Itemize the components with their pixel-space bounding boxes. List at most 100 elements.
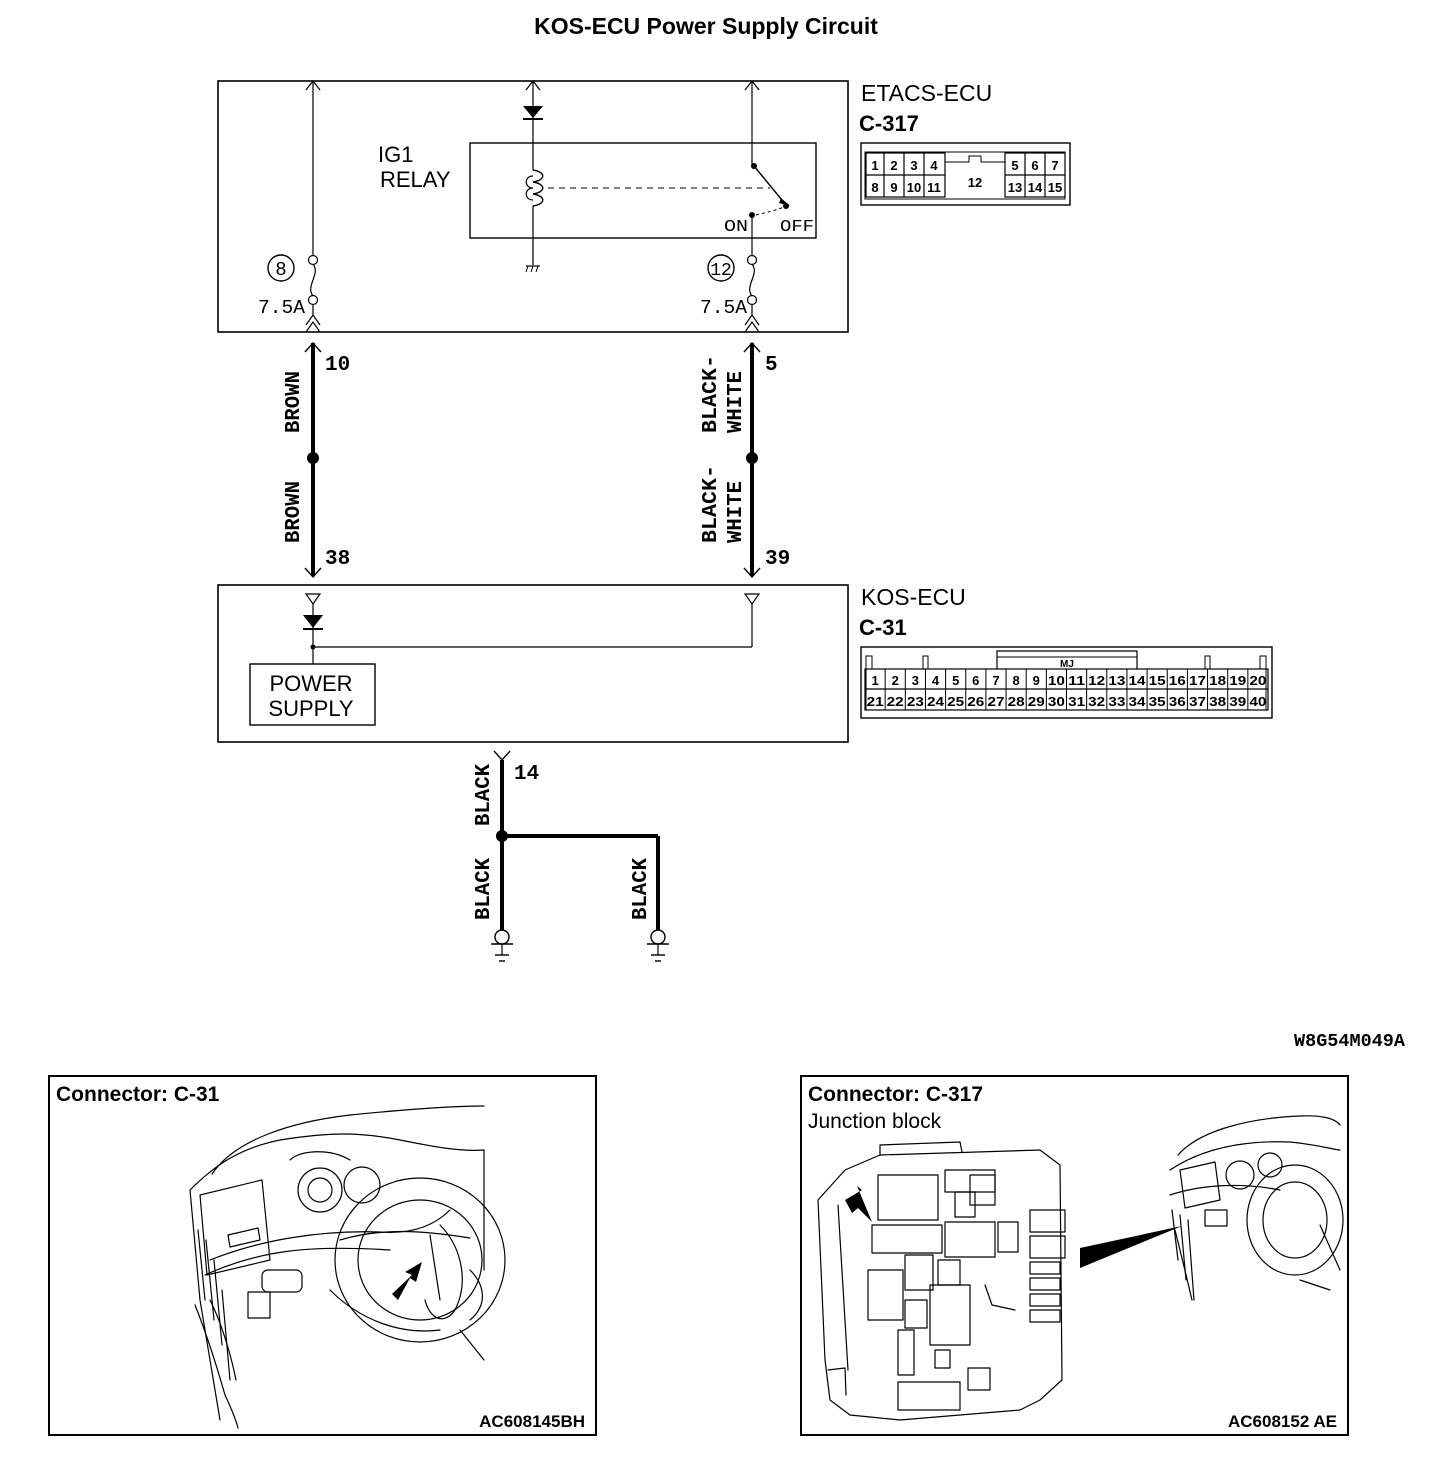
splice-point-icon <box>746 452 758 464</box>
diode-icon <box>523 106 543 118</box>
c31-pin-24: 24 <box>927 695 944 709</box>
c317-pin-3: 3 <box>910 158 917 173</box>
c31-pin-15: 15 <box>1149 674 1166 688</box>
c31-pin-28: 28 <box>1008 695 1025 709</box>
c317-pin-2: 2 <box>890 158 897 173</box>
wire-color-black-white: WHITE <box>725 371 748 433</box>
c31-pin-32: 32 <box>1088 695 1105 709</box>
relay-coil-icon <box>525 169 544 273</box>
c317-pin-14: 14 <box>1028 180 1043 195</box>
diode-icon <box>303 615 323 628</box>
power-supply-label-1: POWER <box>269 671 352 696</box>
c31-pin-20: 20 <box>1249 674 1266 688</box>
c31-pin-26: 26 <box>967 695 984 709</box>
etacs-ecu-label: ETACS-ECU <box>861 80 992 106</box>
c31-pin-30: 30 <box>1048 695 1065 709</box>
panel-right-subtitle: Junction block <box>808 1110 942 1133</box>
diagram-code: W8G54M049A <box>1294 1032 1405 1052</box>
c31-pin-17: 17 <box>1189 674 1206 688</box>
c31-pin-4: 4 <box>932 673 940 688</box>
connector-c31-face <box>860 646 1273 719</box>
c31-pin-16: 16 <box>1169 674 1186 688</box>
wire-brown <box>304 341 322 579</box>
pin-14-label: 14 <box>514 763 539 786</box>
fuse-icon <box>305 254 321 333</box>
junction-block-illustration <box>817 1115 1344 1421</box>
c317-pin-5: 5 <box>1011 158 1018 173</box>
c31-pin-33: 33 <box>1108 695 1125 709</box>
panel-left-title: Connector: C-31 <box>56 1083 220 1106</box>
c31-mj-tag: MJ <box>1060 659 1074 670</box>
ig1-relay-box <box>469 142 817 239</box>
fuse-right-number: 12 <box>710 261 732 281</box>
pin-39-label: 39 <box>765 548 790 571</box>
c31-pin-36: 36 <box>1169 695 1186 709</box>
panel-connector-c317 <box>800 1075 1349 1436</box>
c31-pin-6: 6 <box>972 673 979 688</box>
wire-color-brown: BROWN <box>283 481 306 543</box>
wire-color-black: BLACK <box>473 858 496 920</box>
power-supply-block <box>249 663 376 726</box>
c31-pin-35: 35 <box>1149 695 1166 709</box>
c317-pin-12: 12 <box>968 175 982 190</box>
c317-pin-6: 6 <box>1031 158 1038 173</box>
c31-pin-40: 40 <box>1249 695 1266 709</box>
c317-pin-11: 11 <box>927 180 941 195</box>
wire-color-black-white: WHITE <box>725 481 748 543</box>
c31-pin-8: 8 <box>1012 673 1019 688</box>
power-supply-label-2: SUPPLY <box>268 696 354 721</box>
arrow-icon <box>845 1186 872 1222</box>
c317-pin-8: 8 <box>871 180 878 195</box>
panel-right-code: AC608152 AE <box>1228 1412 1337 1431</box>
c31-pin-7: 7 <box>992 673 999 688</box>
splice-point-icon <box>496 830 508 842</box>
relay-label-relay: RELAY <box>380 167 451 192</box>
c31-pin-3: 3 <box>912 673 919 688</box>
c317-pin-4: 4 <box>930 158 938 173</box>
fuse-number-circle <box>707 254 735 282</box>
c31-pin-18: 18 <box>1209 674 1226 688</box>
fuse-left-number: 8 <box>275 259 286 281</box>
c31-pin-13: 13 <box>1108 674 1125 688</box>
c31-pin-11: 11 <box>1068 674 1085 688</box>
splice-point-icon <box>307 452 319 464</box>
pointer-wedge-icon <box>1080 1226 1182 1268</box>
wire-color-brown: BROWN <box>283 371 306 433</box>
c317-pin-15: 15 <box>1048 180 1062 195</box>
arrow-icon <box>392 1262 422 1300</box>
wire-color-black-white: BLACK- <box>700 355 723 433</box>
c31-pin-39: 39 <box>1229 695 1246 709</box>
c31-pin-9: 9 <box>1033 673 1040 688</box>
fuse-right-rating: 7.5A <box>700 297 748 319</box>
fuse-left-rating: 7.5A <box>258 297 306 319</box>
wire-color-black-white: BLACK- <box>700 465 723 543</box>
c31-pin-12: 12 <box>1088 674 1105 688</box>
pin-5-label: 5 <box>765 354 778 377</box>
wire-color-black: BLACK <box>630 858 653 920</box>
c31-pin-34: 34 <box>1129 695 1146 709</box>
panel-right-title: Connector: C-317 <box>808 1083 983 1106</box>
c31-pin-21: 21 <box>867 695 884 709</box>
connector-c317-face <box>860 142 1071 206</box>
c31-pin-31: 31 <box>1068 695 1085 709</box>
switch-off-label: OFF <box>780 218 814 237</box>
c31-pin-5: 5 <box>952 673 959 688</box>
c31-pin-27: 27 <box>988 695 1005 709</box>
relay-switch-icon <box>749 163 790 256</box>
pin-10-label: 10 <box>325 354 350 377</box>
c31-pin-23: 23 <box>907 695 924 709</box>
panel-left-code: AC608145BH <box>479 1412 585 1431</box>
kos-ecu-label: KOS-ECU <box>861 584 966 610</box>
c31-pin-38: 38 <box>1209 695 1226 709</box>
c317-pin-7: 7 <box>1051 158 1058 173</box>
c31-pin-2: 2 <box>892 673 899 688</box>
relay-label-ig1: IG1 <box>378 142 413 167</box>
etacs-connector-label: C-317 <box>859 111 919 136</box>
fuse-icon <box>744 254 760 333</box>
wire-color-black: BLACK <box>473 764 496 826</box>
fuse-number-circle <box>267 254 295 282</box>
c317-pin-9: 9 <box>890 180 897 195</box>
wire-black-white <box>743 341 761 579</box>
